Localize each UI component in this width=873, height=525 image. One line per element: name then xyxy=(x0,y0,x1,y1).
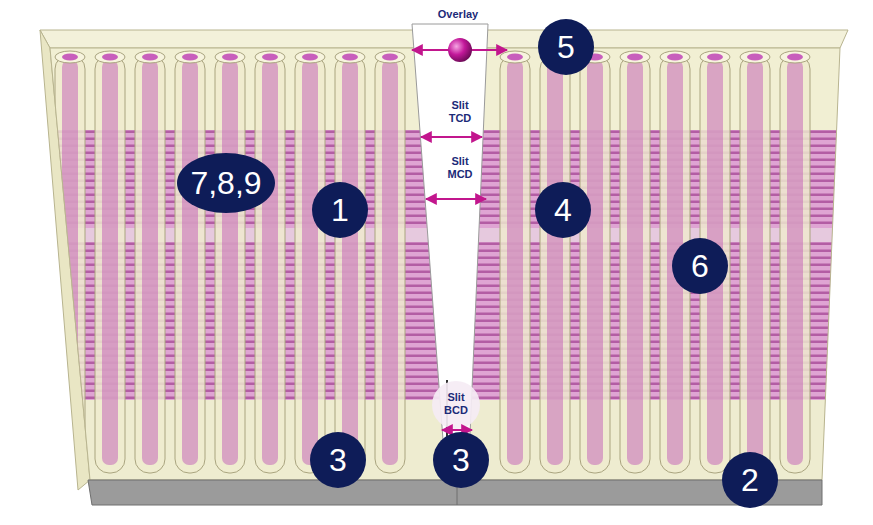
channel-pillar xyxy=(335,51,365,473)
channel-pillar xyxy=(215,51,245,473)
channel-pillar xyxy=(255,51,285,473)
overlay-label: Overlay xyxy=(438,8,478,21)
channel-pillar xyxy=(295,51,325,473)
callout-number: 3 xyxy=(329,444,347,476)
channel-pillar xyxy=(135,51,165,473)
callout-number: 6 xyxy=(691,250,709,282)
dimension-label: Slit MCD xyxy=(440,155,480,180)
channel-pillar xyxy=(375,51,405,473)
dimension-arrow xyxy=(442,429,472,431)
label-patch xyxy=(432,381,480,429)
channel-pillar xyxy=(540,51,570,473)
callout-number: 7,8,9 xyxy=(190,167,261,199)
callout-circle: 3 xyxy=(433,432,489,488)
callout-circle: 3 xyxy=(310,432,366,488)
callout-number: 5 xyxy=(557,31,575,63)
callout-circle: 5 xyxy=(538,19,594,75)
channel-pillar xyxy=(500,51,530,473)
callout-number: 2 xyxy=(741,464,759,496)
callout-circle: 6 xyxy=(672,238,728,294)
side-face xyxy=(40,30,90,490)
overlay-ball xyxy=(448,38,472,62)
dimension-arrow xyxy=(426,198,486,200)
callout-number: 4 xyxy=(554,194,572,226)
channel-pillar xyxy=(175,51,205,473)
callout-circle: 1 xyxy=(312,182,368,238)
callout-circle: 2 xyxy=(722,452,778,508)
callout-number: 1 xyxy=(331,194,349,226)
channel-pillar xyxy=(780,51,810,473)
callout-circle: 4 xyxy=(535,182,591,238)
dimension-label: Slit TCD xyxy=(440,99,480,124)
channel-pillar xyxy=(740,51,770,473)
channel-pillar xyxy=(95,51,125,473)
channel-pillar xyxy=(580,51,610,473)
callout-number: 3 xyxy=(452,444,470,476)
channel-pillar xyxy=(620,51,650,473)
callout-circle: 7,8,9 xyxy=(177,153,275,213)
slit-trench xyxy=(412,24,488,480)
dimension-arrow xyxy=(421,136,482,138)
dimension-label: Slit BCD xyxy=(436,391,476,416)
